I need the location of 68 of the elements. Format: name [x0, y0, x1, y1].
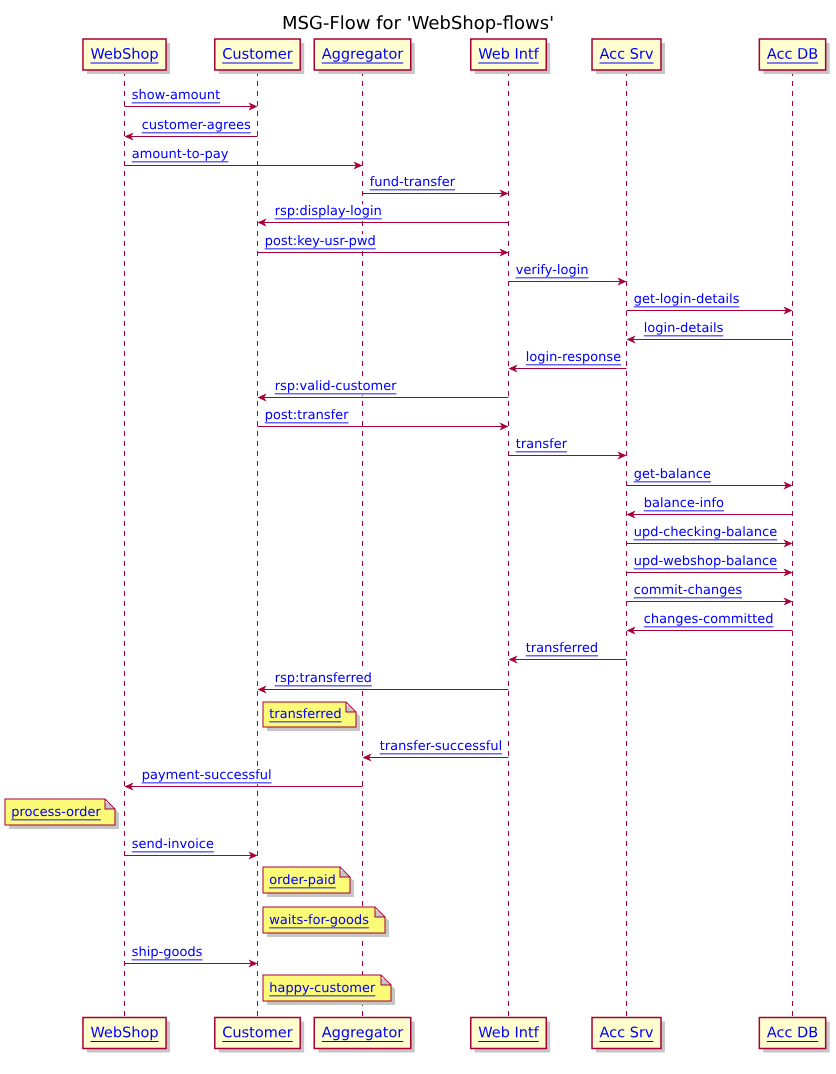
- message-arrow: [124, 960, 257, 967]
- message-label: payment-successful: [140, 768, 273, 785]
- message-label: rsp:valid-customer: [273, 379, 398, 396]
- participant-box: WebShop: [82, 1016, 171, 1053]
- message-label: show-amount: [130, 88, 222, 105]
- participant-box: Web Intf: [470, 38, 551, 74]
- note: order-paid: [262, 866, 354, 897]
- message-label: upd-checking-balance: [632, 525, 779, 542]
- message-label: login-details: [642, 321, 725, 338]
- message-label: customer-agrees: [140, 118, 252, 135]
- message-arrow: [258, 219, 509, 226]
- message-label: transferred: [524, 641, 600, 658]
- message-arrow: [627, 627, 793, 634]
- message-arrow: [509, 365, 627, 372]
- message-arrow: [124, 162, 362, 169]
- title: MSG-Flow for 'WebShop-flows': [283, 15, 553, 33]
- participant-box: Acc Srv: [591, 1016, 665, 1053]
- message-arrow: [125, 133, 258, 140]
- message-arrow: [258, 394, 509, 401]
- message-arrow: [626, 540, 792, 547]
- message-label: login-response: [524, 350, 623, 367]
- message-arrow: [626, 307, 792, 314]
- message-label: changes-committed: [642, 612, 775, 629]
- message-label: rsp:display-login: [273, 204, 383, 221]
- participant-box: Acc Srv: [591, 38, 665, 74]
- message-label: ship-goods: [130, 945, 204, 962]
- message-arrow: [626, 569, 792, 576]
- message-arrow: [124, 103, 257, 110]
- note: waits-for-goods: [262, 906, 389, 937]
- message-arrow: [508, 452, 626, 459]
- message-arrow: [627, 336, 793, 343]
- message-label: transfer: [514, 437, 569, 454]
- message-label: upd-webshop-balance: [632, 554, 779, 571]
- message-label: transfer-successful: [378, 739, 504, 756]
- message-label: verify-login: [514, 263, 590, 280]
- message-label: send-invoice: [130, 837, 215, 854]
- participant-box: Customer: [214, 38, 305, 74]
- message-label: post:transfer: [263, 408, 350, 425]
- message-arrow: [362, 190, 508, 197]
- message-arrow: [257, 249, 508, 256]
- participant-box: Aggregator: [313, 38, 415, 74]
- message-arrow: [363, 754, 509, 761]
- message-label: get-login-details: [632, 292, 741, 309]
- message-label: commit-changes: [632, 583, 744, 600]
- message-label: balance-info: [642, 496, 725, 513]
- participant-box: Web Intf: [470, 1016, 551, 1053]
- message-label: fund-transfer: [368, 175, 457, 192]
- participant-box: WebShop: [82, 38, 171, 74]
- participant-box: Aggregator: [313, 1016, 415, 1053]
- message-arrow: [508, 278, 626, 285]
- message-arrow: [124, 852, 257, 859]
- note: transferred: [262, 701, 360, 731]
- participant-box: Acc DB: [758, 1016, 830, 1053]
- note: happy-customer: [262, 974, 395, 1005]
- message-label: get-balance: [632, 467, 712, 484]
- message-arrow: [258, 686, 509, 693]
- note: process-order: [4, 798, 119, 829]
- message-arrow: [626, 482, 792, 489]
- message-arrow: [509, 656, 627, 663]
- message-label: rsp:transferred: [273, 671, 373, 688]
- message-arrow: [257, 423, 508, 430]
- message-arrow: [626, 598, 792, 605]
- participant-box: Customer: [214, 1016, 305, 1053]
- message-label: amount-to-pay: [130, 147, 230, 164]
- message-arrow: [125, 783, 363, 790]
- participant-box: Acc DB: [758, 38, 830, 74]
- message-arrow: [627, 511, 793, 518]
- message-label: post:key-usr-pwd: [263, 234, 377, 251]
